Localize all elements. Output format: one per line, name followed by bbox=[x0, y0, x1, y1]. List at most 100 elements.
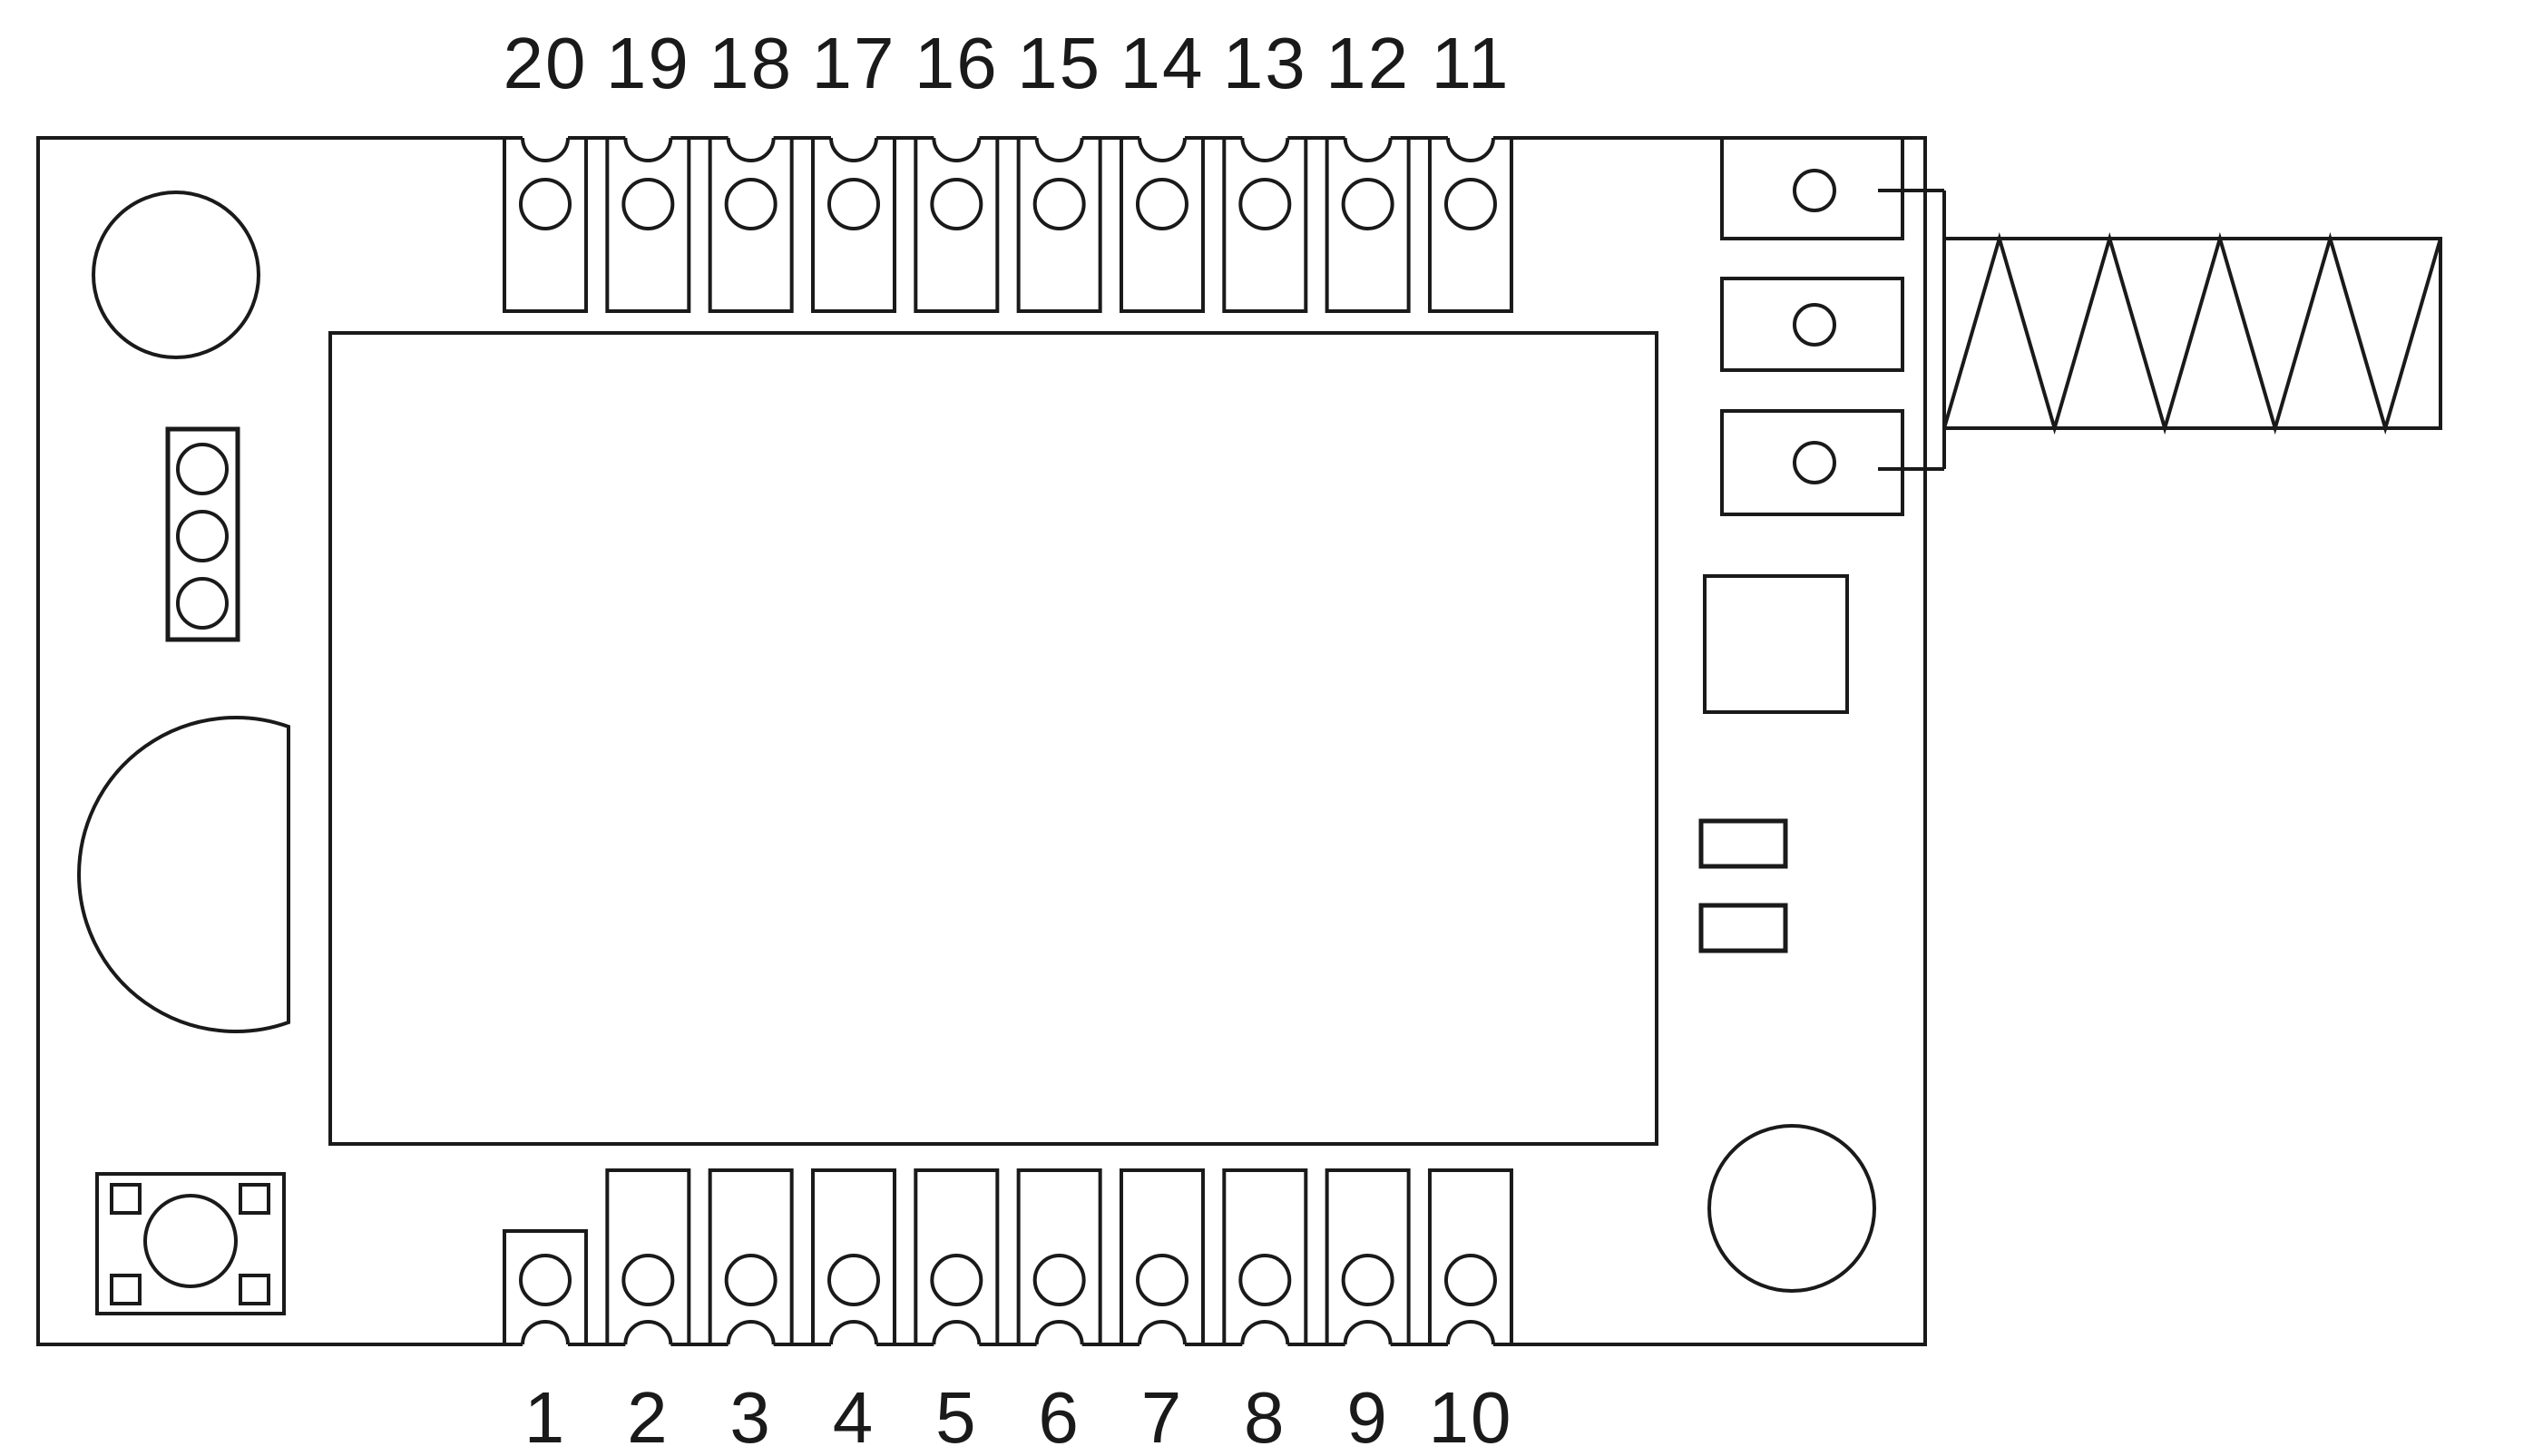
pin-notch-mask bbox=[1139, 133, 1185, 161]
pin-label-top: 15 bbox=[1017, 23, 1101, 103]
pin-edge-notch bbox=[1034, 1320, 1084, 1345]
pad-hole bbox=[1793, 169, 1836, 212]
tactile-button bbox=[95, 1172, 286, 1315]
pad-hole bbox=[1793, 441, 1836, 484]
pin-edge-notch bbox=[1240, 1320, 1290, 1345]
pin-label-top: 19 bbox=[606, 23, 690, 103]
pin-hole bbox=[724, 178, 778, 230]
pin-notch-mask bbox=[728, 1322, 774, 1349]
pin-label-bottom: 3 bbox=[729, 1377, 772, 1456]
button-leg bbox=[239, 1274, 270, 1305]
pin-edge-notch bbox=[1445, 137, 1495, 162]
pin-notch-mask bbox=[1345, 1322, 1391, 1349]
pin-notch-mask bbox=[934, 133, 980, 161]
pin-label-top: 18 bbox=[709, 23, 793, 103]
pin-hole bbox=[1135, 1254, 1188, 1306]
pin-hole bbox=[930, 178, 983, 230]
pin-hole bbox=[1443, 178, 1497, 230]
d-shaped-component bbox=[77, 716, 290, 1033]
pin-edge-notch bbox=[1240, 137, 1290, 162]
pin-notch-mask bbox=[625, 1322, 671, 1349]
pin-label-top: 20 bbox=[504, 23, 588, 103]
pin-label-bottom: 2 bbox=[627, 1377, 670, 1456]
pin-edge-notch bbox=[1343, 137, 1393, 162]
pin-edge-notch bbox=[932, 1320, 982, 1345]
button-actuator bbox=[143, 1194, 238, 1288]
pin-hole bbox=[1341, 1254, 1394, 1306]
button-leg bbox=[110, 1183, 142, 1215]
pin-edge-notch bbox=[828, 137, 878, 162]
pin-hole bbox=[621, 178, 675, 230]
pin-label-top: 14 bbox=[1120, 23, 1204, 103]
pin-label-bottom: 6 bbox=[1038, 1377, 1081, 1456]
pin-edge-notch bbox=[828, 1320, 878, 1345]
pin-label-bottom: 7 bbox=[1141, 1377, 1184, 1456]
pin-hole bbox=[519, 1254, 572, 1306]
pin-notch-mask bbox=[1242, 1322, 1288, 1349]
pin-edge-notch bbox=[521, 137, 570, 162]
rf-shield-outline bbox=[328, 331, 1658, 1146]
pin-label-top: 13 bbox=[1223, 23, 1307, 103]
pin-notch-mask bbox=[1036, 1322, 1082, 1349]
pin-edge-notch bbox=[932, 137, 982, 162]
antenna-pads bbox=[1720, 136, 1904, 516]
pin-notch-mask bbox=[1139, 1322, 1185, 1349]
pin-edge-notch bbox=[1137, 1320, 1187, 1345]
pin-label-bottom: 9 bbox=[1346, 1377, 1389, 1456]
pin-notch-mask bbox=[625, 133, 671, 161]
pin-edge-notch bbox=[521, 1320, 570, 1345]
pad-hole bbox=[1793, 303, 1836, 347]
pin-label-top: 11 bbox=[1431, 23, 1510, 103]
ic-component bbox=[1703, 574, 1849, 714]
pin-edge-notch bbox=[1445, 1320, 1495, 1345]
header-hole bbox=[176, 510, 229, 562]
passive-component-2 bbox=[1698, 903, 1788, 953]
pin-hole bbox=[930, 1254, 983, 1306]
pin-label-bottom: 5 bbox=[935, 1377, 978, 1456]
pin-hole bbox=[1135, 178, 1188, 230]
pin-edge-notch bbox=[623, 1320, 673, 1345]
pin-notch-mask bbox=[1036, 133, 1082, 161]
pin-notch-mask bbox=[1242, 133, 1288, 161]
pin-hole bbox=[724, 1254, 778, 1306]
button-body bbox=[95, 1172, 286, 1315]
pin-hole bbox=[1032, 1254, 1086, 1306]
pin-label-top: 12 bbox=[1325, 23, 1410, 103]
pin-edge-notch bbox=[726, 137, 776, 162]
pin-edge-notch bbox=[623, 137, 673, 162]
pin-notch-mask bbox=[1345, 133, 1391, 161]
pin-hole bbox=[1032, 178, 1086, 230]
three-hole-header bbox=[165, 426, 240, 642]
pin-hole bbox=[1443, 1254, 1497, 1306]
antenna-pad-2 bbox=[1720, 277, 1904, 372]
pin-notch-mask bbox=[830, 1322, 876, 1349]
pin-hole bbox=[826, 178, 880, 230]
pin-label-bottom: 8 bbox=[1244, 1377, 1286, 1456]
antenna-pad-1 bbox=[1720, 136, 1904, 240]
antenna-boundary bbox=[1942, 237, 2442, 430]
header-hole bbox=[176, 443, 229, 495]
pin-label-bottom: 10 bbox=[1428, 1377, 1512, 1456]
antenna-pad-3 bbox=[1720, 409, 1904, 516]
pin-notch-mask bbox=[1447, 1322, 1493, 1349]
pin-edge-notch bbox=[726, 1320, 776, 1345]
pin-label-bottom: 4 bbox=[833, 1377, 875, 1456]
antenna-zigzag-trace bbox=[1942, 231, 2442, 435]
pin-edge-notch bbox=[1034, 137, 1084, 162]
pin-edge-notch bbox=[1343, 1320, 1393, 1345]
pin-hole bbox=[1238, 178, 1292, 230]
pin-hole bbox=[1341, 178, 1394, 230]
mounting-hole-bottom-right bbox=[1707, 1124, 1876, 1293]
passive-component-1 bbox=[1698, 818, 1788, 869]
pin-notch-mask bbox=[523, 1322, 568, 1349]
pin-notch-mask bbox=[523, 133, 568, 161]
pin-hole bbox=[826, 1254, 880, 1306]
pin-notch-mask bbox=[934, 1322, 980, 1349]
header-hole bbox=[176, 577, 229, 630]
pin-label-bottom: 1 bbox=[524, 1377, 567, 1456]
header-body bbox=[165, 426, 240, 642]
pin-hole bbox=[519, 178, 572, 230]
